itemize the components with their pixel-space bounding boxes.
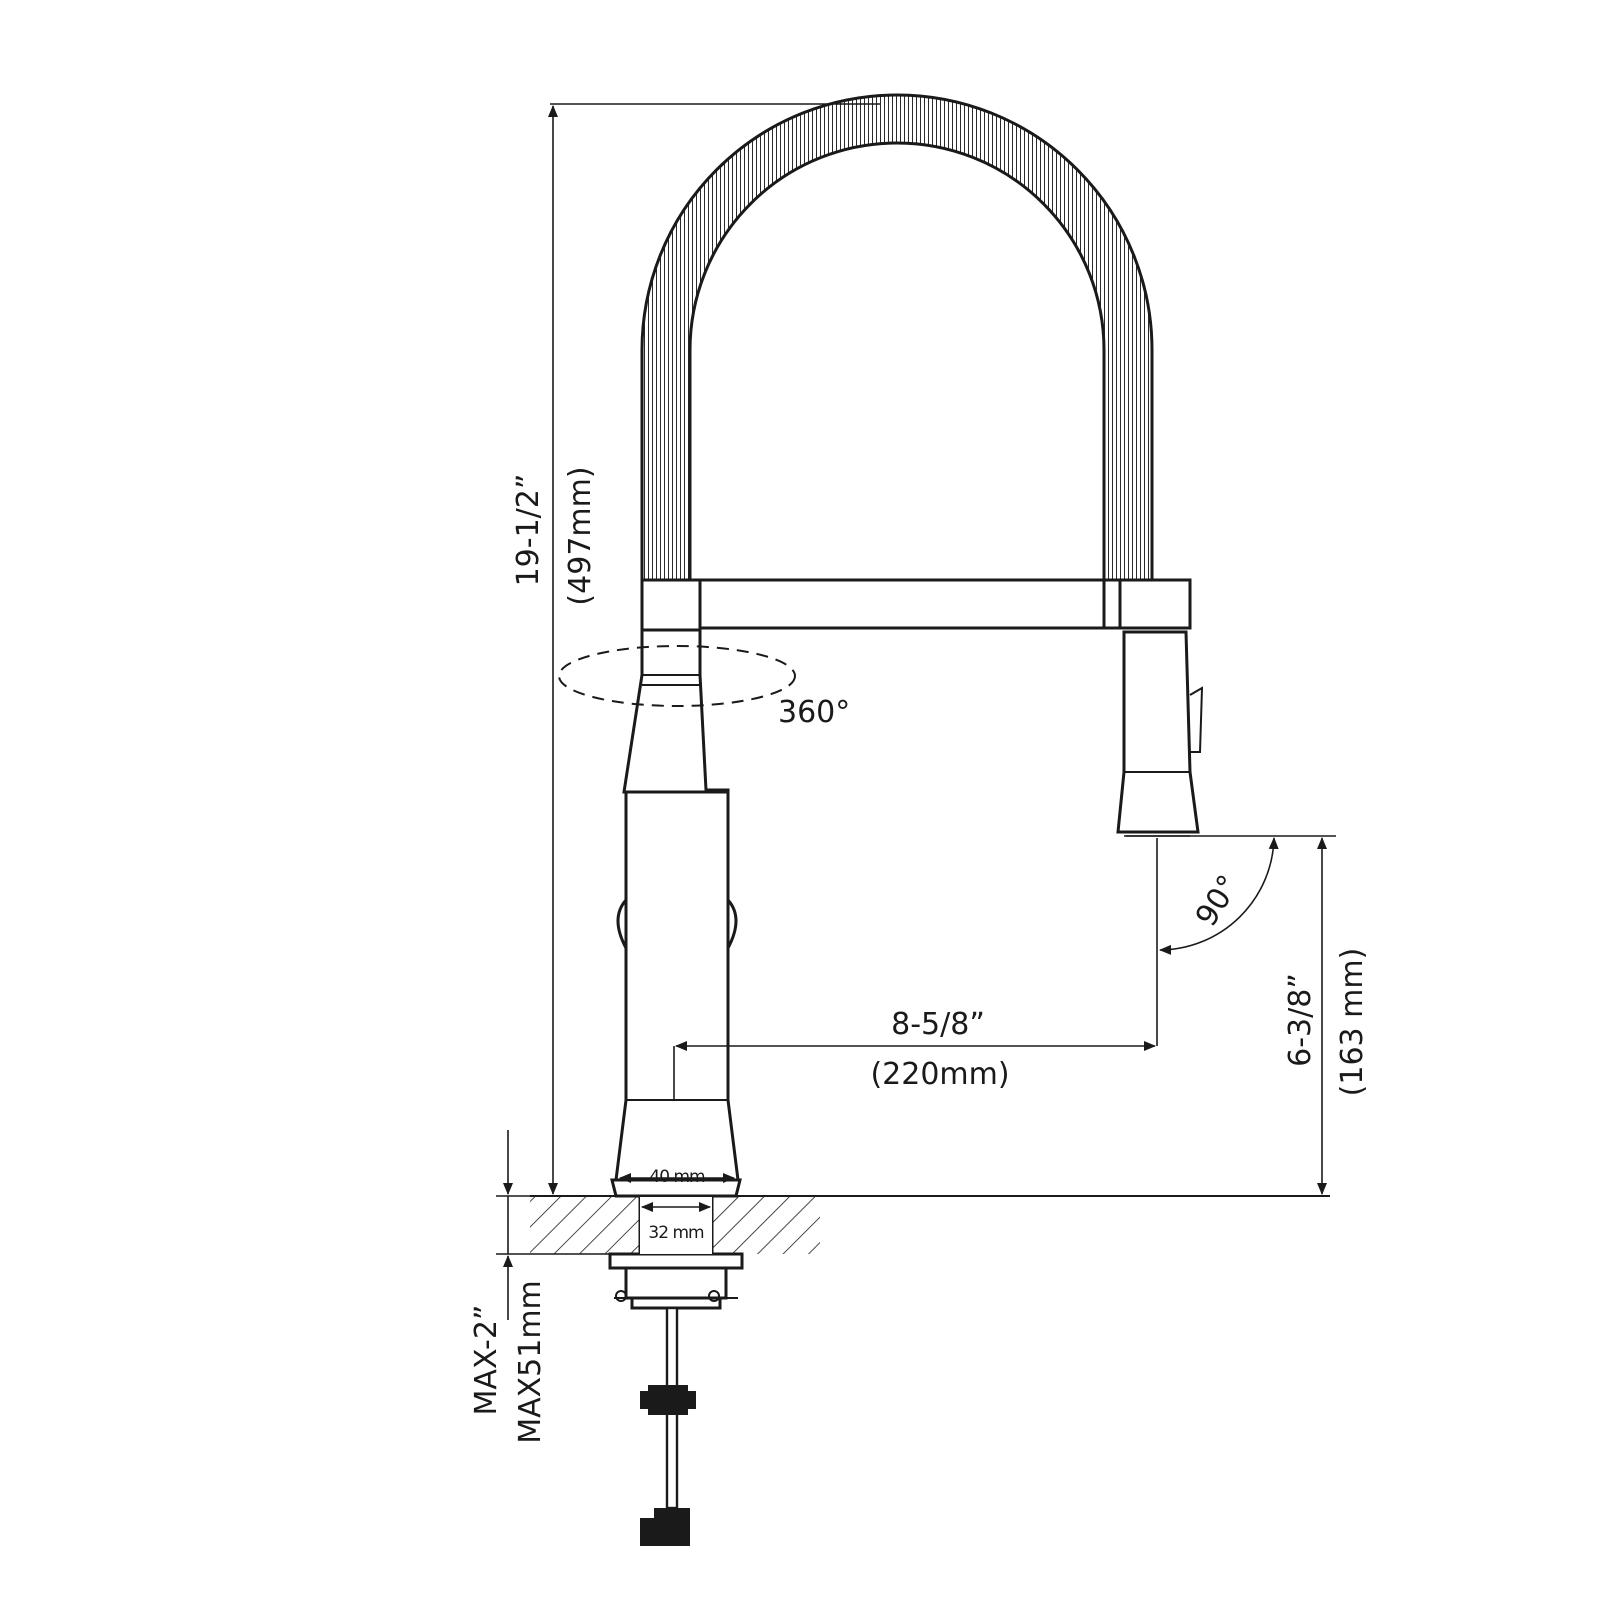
spout-angle-dimension — [1124, 835, 1336, 1046]
mounting-nut — [624, 1266, 728, 1300]
spring-hose — [640, 93, 1154, 587]
faucet-drawing — [608, 93, 1204, 1546]
lever-handle — [616, 899, 628, 949]
spout-reach-imperial: 8-5/8” — [891, 1007, 985, 1042]
holder-arm — [698, 578, 1106, 630]
mounting-washer — [608, 1252, 744, 1270]
deck-thickness-dimension — [496, 1130, 530, 1320]
max-deck-metric: MAX51mm — [513, 1280, 548, 1444]
total-height-imperial: 19-1/2” — [511, 474, 546, 587]
rotation-ellipse — [558, 645, 796, 707]
max-deck-imperial: MAX-2” — [469, 1305, 504, 1416]
spout-angle-label: 90° — [1189, 869, 1247, 933]
hose-clip — [648, 1385, 688, 1415]
total-height-metric: (497mm) — [563, 466, 598, 605]
hose-connector — [654, 1508, 690, 1518]
spout-reach-metric: (220mm) — [870, 1057, 1009, 1092]
rotation-label: 360° — [778, 695, 850, 730]
sprayer-head — [1116, 630, 1200, 834]
total-height-dimension — [548, 103, 880, 1195]
spout-reach-dimension — [673, 1041, 1156, 1100]
faucet-body — [614, 790, 740, 1182]
sprayer-button — [1189, 686, 1204, 753]
spout-height-imperial: 6-3/8” — [1283, 973, 1318, 1067]
spout-height-metric: (163 mm) — [1335, 948, 1370, 1097]
hole-diameter-label: 32 mm — [648, 1223, 704, 1243]
base-diameter-label: 40 mm — [649, 1167, 705, 1187]
